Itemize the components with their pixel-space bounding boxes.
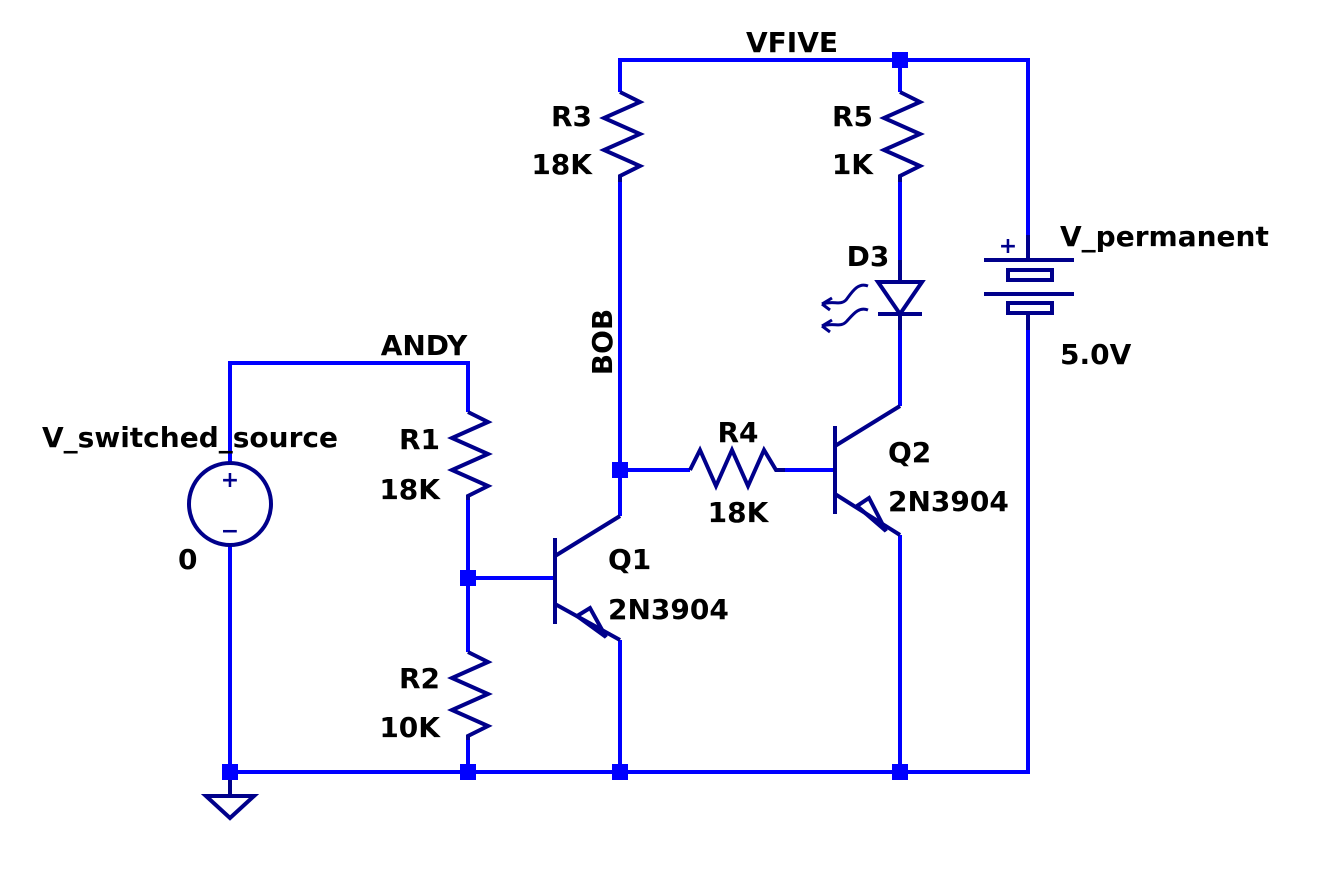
minus-sign: − xyxy=(221,519,239,544)
wire-vfive[interactable] xyxy=(618,58,1030,235)
r2-value: 10K xyxy=(379,711,441,744)
transistor-q2[interactable] xyxy=(833,404,902,537)
light-emission-icon xyxy=(821,283,869,312)
q2-model: 2N3904 xyxy=(888,485,1009,518)
r1-name: R1 xyxy=(399,423,440,456)
r5-name: R5 xyxy=(832,100,873,133)
r4-value: 18K xyxy=(708,496,770,529)
voltage-source-v-switched[interactable]: + − xyxy=(187,461,273,547)
light-emission-icon xyxy=(821,307,869,334)
v-permanent-name: V_permanent xyxy=(1060,220,1269,253)
junctions xyxy=(222,52,908,780)
v-permanent-value: 5.0V xyxy=(1060,338,1132,371)
junction-dot xyxy=(892,52,908,68)
q1-model: 2N3904 xyxy=(608,593,729,626)
net-label-andy: ANDY xyxy=(381,329,468,362)
plus-sign: + xyxy=(221,468,239,493)
junction-dot xyxy=(892,764,908,780)
emitter-arrow-icon xyxy=(853,495,888,533)
ground-symbol[interactable] xyxy=(200,780,260,821)
v-switched-value: 0 xyxy=(178,543,197,576)
q1-name: Q1 xyxy=(608,543,651,576)
resistor-r3[interactable] xyxy=(599,90,645,182)
emitter-arrow-icon xyxy=(573,605,608,639)
wire-ground[interactable] xyxy=(228,330,1030,774)
v-switched-name: V_switched_source xyxy=(42,421,338,454)
resistor-r4[interactable] xyxy=(688,445,785,491)
junction-dot xyxy=(612,764,628,780)
junction-dot xyxy=(460,570,476,586)
r2-name: R2 xyxy=(399,662,440,695)
r3-name: R3 xyxy=(551,100,592,133)
battery-v-permanent[interactable]: + xyxy=(984,234,1074,330)
net-label-bob: BOB xyxy=(586,309,619,376)
plus-sign: + xyxy=(999,234,1017,259)
transistor-q1[interactable] xyxy=(553,514,622,642)
wires xyxy=(228,58,1030,774)
resistor-r2[interactable] xyxy=(447,650,493,740)
wire-andy[interactable] xyxy=(228,361,470,463)
q2-name: Q2 xyxy=(888,436,931,469)
resistor-r5[interactable] xyxy=(879,90,925,182)
junction-dot xyxy=(612,462,628,478)
resistor-r1[interactable] xyxy=(447,410,493,500)
r5-value: 1K xyxy=(832,148,874,181)
ground-icon xyxy=(200,794,260,821)
net-label-vfive: VFIVE xyxy=(746,26,838,59)
junction-dot xyxy=(460,764,476,780)
d3-name: D3 xyxy=(847,240,890,273)
led-d3[interactable] xyxy=(821,260,926,334)
r3-value: 18K xyxy=(531,148,593,181)
junction-dot xyxy=(222,764,238,780)
r4-name: R4 xyxy=(717,416,758,449)
r1-value: 18K xyxy=(379,473,441,506)
